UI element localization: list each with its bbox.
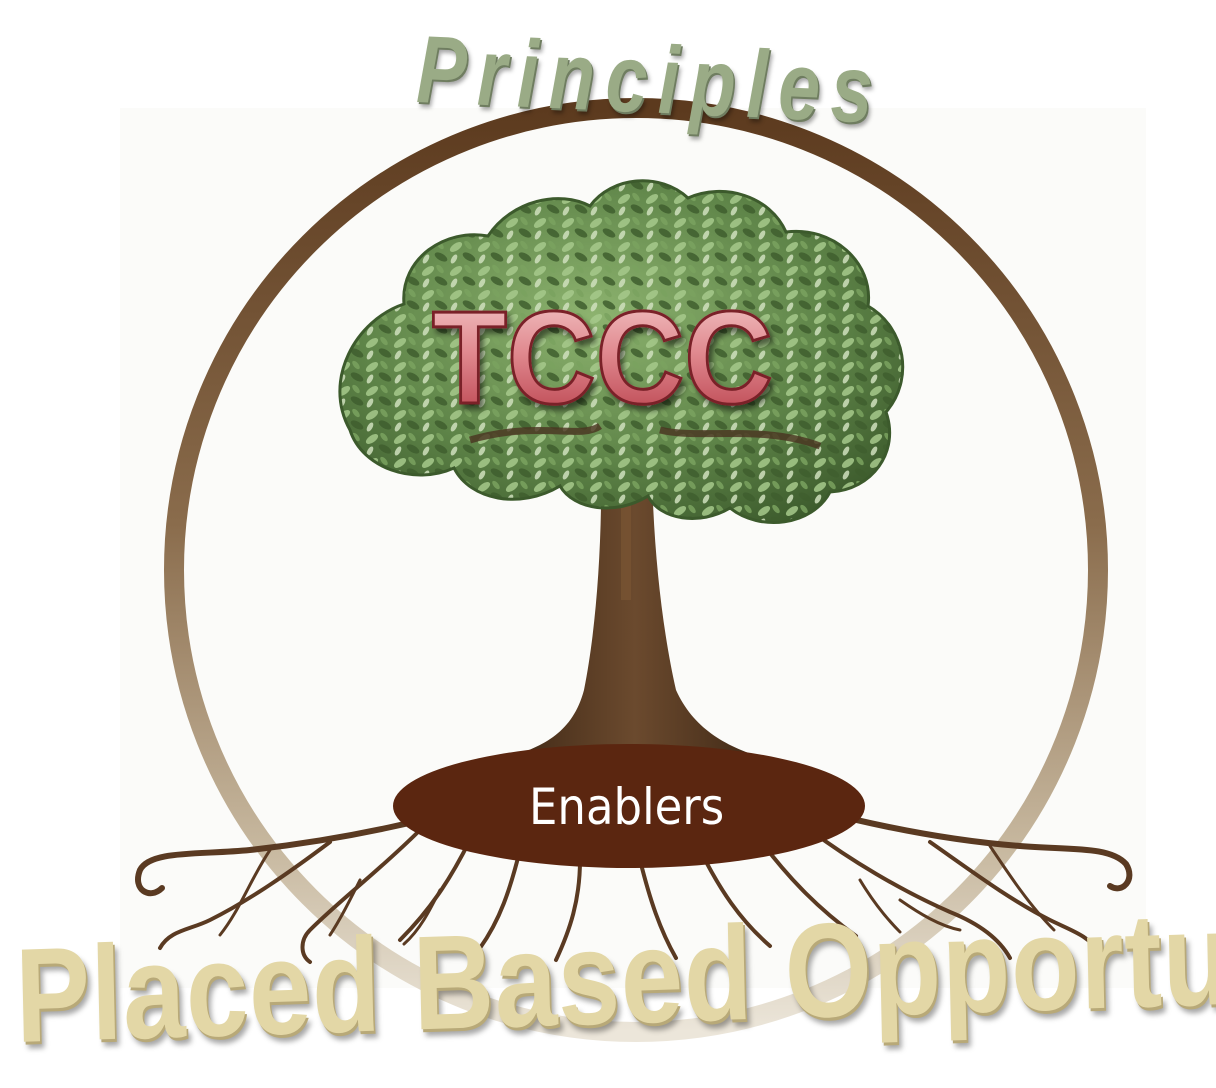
ring — [164, 98, 1108, 1042]
tccc-label: TCCC — [431, 284, 775, 431]
enablers-label: Enablers — [529, 778, 725, 836]
root-ellipse — [393, 744, 865, 868]
principles-label: Principles — [415, 16, 885, 144]
tree-foliage — [338, 179, 905, 525]
tree-trunk — [500, 420, 770, 760]
